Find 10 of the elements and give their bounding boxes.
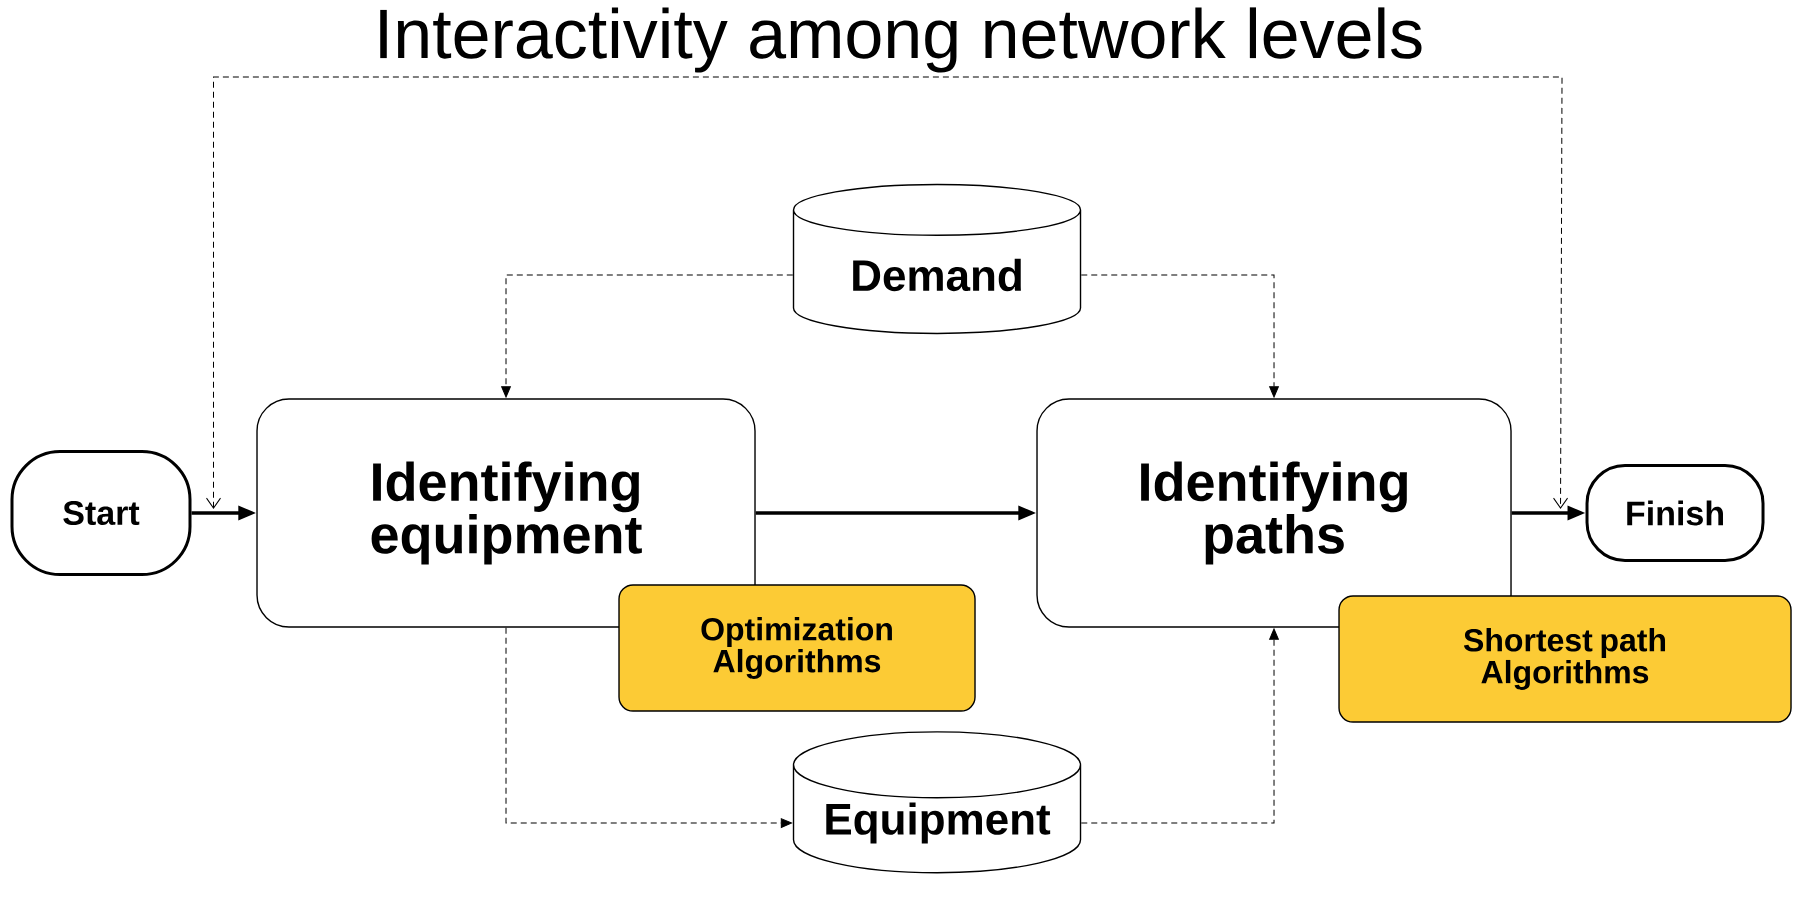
title: Interactivity among network levels	[371, 5, 1427, 75]
arrow	[206, 76, 1569, 509]
note-box: Shortest path Algorithms	[1338, 595, 1792, 723]
database-cylinder: Equipment	[792, 731, 1082, 874]
arrow	[505, 627, 792, 828]
arrow	[1080, 628, 1279, 824]
note-box: Optimization Algorithms	[618, 584, 976, 712]
database-cylinder: Demand	[792, 183, 1082, 335]
arrow	[501, 274, 794, 398]
arrow	[1080, 274, 1279, 398]
